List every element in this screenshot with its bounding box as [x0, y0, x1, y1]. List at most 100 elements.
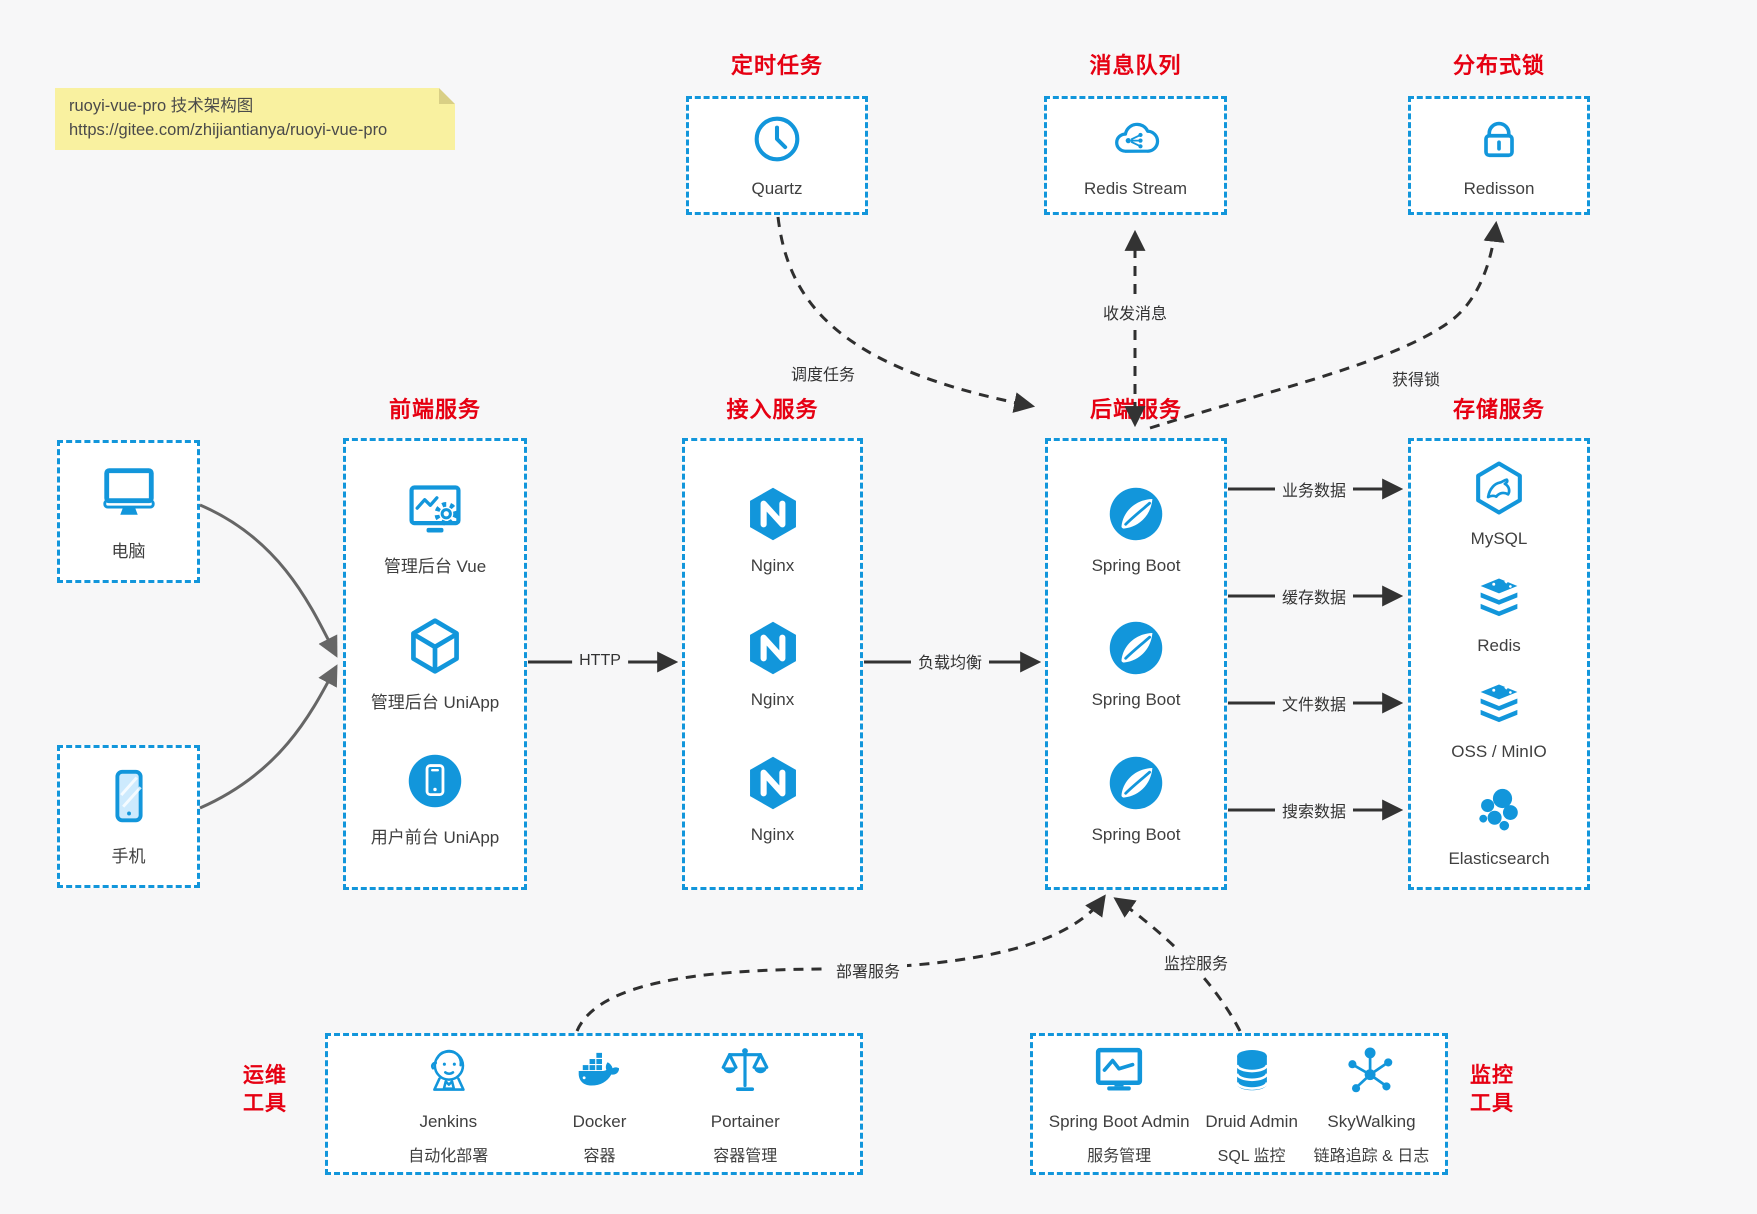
jenkins-icon: [419, 1042, 477, 1105]
skywalking-item: SkyWalking 链路追踪 & 日志: [1313, 1042, 1430, 1166]
docker-item: Docker 容器: [569, 1042, 631, 1166]
user-uniapp-label: 用户前台 UniApp: [370, 828, 500, 848]
portainer-desc: 容器管理: [713, 1148, 778, 1165]
skywalking-icon: [1342, 1042, 1400, 1105]
redisson-label: Redisson: [1463, 178, 1535, 198]
pc-client-box: 电脑: [57, 440, 200, 583]
druid-item: Druid Admin SQL 监控: [1205, 1042, 1298, 1166]
jenkins-desc: 自动化部署: [408, 1148, 489, 1165]
spring-boot-label: Spring Boot: [1091, 690, 1181, 709]
title-distributed-lock: 分布式锁: [1452, 53, 1545, 78]
spring-boot-admin-desc: 服务管理: [1087, 1148, 1152, 1165]
edge-label-biz-data: 业务数据: [1274, 475, 1354, 503]
edge-label-message: 收发消息: [1095, 298, 1175, 326]
docker-label: Docker: [572, 1112, 627, 1131]
oss-minio-icon: [1470, 674, 1528, 735]
backend-column-box: Spring Boot Spring Boot Spring Boot: [1045, 438, 1227, 890]
monitor-tools-box: Spring Boot Admin 服务管理 Druid Admin SQL 监…: [1030, 1033, 1448, 1175]
user-uniapp-item: 用户前台 UniApp: [371, 751, 499, 848]
admin-uniapp-item: 管理后台 UniApp: [371, 616, 499, 713]
skywalking-desc: 链路追踪 & 日志: [1313, 1148, 1430, 1165]
elasticsearch-item: Elasticsearch: [1448, 781, 1550, 869]
edge-label-cache-data: 缓存数据: [1274, 582, 1354, 610]
edge-label-monitor: 监控服务: [1156, 948, 1236, 976]
title-scheduled-task: 定时任务: [730, 53, 823, 78]
nginx-item: Nginx: [743, 484, 803, 576]
mysql-label: MySQL: [1470, 529, 1528, 549]
jenkins-label: Jenkins: [419, 1112, 478, 1131]
spring-boot-item: Spring Boot: [1091, 484, 1181, 576]
spring-boot-item: Spring Boot: [1091, 753, 1181, 845]
mysql-item: MySQL: [1470, 459, 1528, 549]
admin-vue-item: 管理后台 Vue: [384, 480, 486, 577]
portainer-item: Portainer 容器管理: [711, 1042, 780, 1166]
spring-boot-admin-label: Spring Boot Admin: [1048, 1112, 1190, 1131]
nginx-label: Nginx: [750, 555, 795, 575]
note-title: ruoyi-vue-pro 技术架构图: [69, 97, 254, 115]
monitor-tools-side-label: 监控 工具: [1470, 1064, 1514, 1116]
redis-item: Redis: [1470, 568, 1528, 656]
spring-boot-admin-icon: [1090, 1042, 1148, 1105]
title-frontend-services: 前端服务: [388, 397, 481, 422]
mobile-client-label: 手机: [111, 847, 146, 866]
redis-stream-label: Redis Stream: [1084, 178, 1187, 198]
mobile-icon: [98, 766, 160, 833]
elasticsearch-label: Elasticsearch: [1448, 848, 1550, 868]
edge-label-file-data: 文件数据: [1274, 689, 1354, 717]
nginx-icon: [743, 753, 803, 818]
elasticsearch-icon: [1470, 781, 1528, 842]
portainer-label: Portainer: [710, 1112, 780, 1131]
docker-desc: 容器: [583, 1148, 616, 1165]
nginx-label: Nginx: [750, 824, 795, 844]
oss-minio-item: OSS / MinIO: [1451, 674, 1547, 762]
edge-pc-to-frontend: [199, 503, 338, 658]
druid-icon: [1224, 1042, 1280, 1105]
storage-column-box: MySQL Redis OSS / MinIO Elasticsearch: [1408, 438, 1590, 890]
edge-label-schedule: 调度任务: [783, 359, 863, 387]
druid-desc: SQL 监控: [1217, 1148, 1286, 1165]
druid-label: Druid Admin: [1205, 1112, 1298, 1131]
frontend-column-box: 管理后台 Vue 管理后台 UniApp 用户前台 UniApp: [343, 438, 527, 890]
user-uniapp-icon: [405, 751, 465, 816]
quartz-box: Quartz: [686, 96, 868, 215]
spring-icon: [1106, 618, 1166, 683]
oss-minio-label: OSS / MinIO: [1451, 742, 1547, 762]
nginx-item: Nginx: [743, 753, 803, 845]
pc-client-label: 电脑: [111, 542, 146, 561]
edge-label-http: HTTP: [572, 650, 628, 672]
redis-stream-box: Redis Stream: [1044, 96, 1227, 215]
redisson-box: Redisson: [1408, 96, 1590, 215]
nginx-icon: [743, 618, 803, 683]
lock-icon: [1473, 113, 1525, 170]
title-gateway-services: 接入服务: [726, 397, 819, 422]
nginx-icon: [743, 484, 803, 549]
spring-boot-label: Spring Boot: [1091, 824, 1181, 844]
quartz-label: Quartz: [751, 178, 803, 198]
uniapp-cube-icon: [405, 616, 465, 681]
spring-boot-label: Spring Boot: [1091, 555, 1181, 575]
spring-boot-admin-item: Spring Boot Admin 服务管理: [1049, 1042, 1190, 1166]
skywalking-label: SkyWalking: [1327, 1112, 1416, 1131]
nginx-item: Nginx: [743, 618, 803, 710]
edge-mobile-to-frontend: [199, 664, 338, 810]
portainer-icon: [716, 1042, 774, 1105]
title-storage-services: 存储服务: [1452, 397, 1545, 422]
redis-label: Redis: [1477, 635, 1521, 655]
note-url: https://gitee.com/zhijiantianya/ruoyi-vu…: [69, 120, 388, 139]
admin-vue-label: 管理后台 Vue: [383, 556, 487, 576]
spring-icon: [1106, 484, 1166, 549]
edge-label-load-balance: 负载均衡: [910, 647, 990, 675]
edge-label-search-data: 搜索数据: [1274, 796, 1354, 824]
admin-vue-icon: [403, 480, 467, 545]
sticky-note: ruoyi-vue-pro 技术架构图 https://gitee.com/zh…: [55, 88, 455, 150]
redis-icon: [1470, 568, 1528, 629]
mobile-client-box: 手机: [57, 745, 200, 888]
cloud-mq-icon: [1108, 113, 1164, 170]
admin-uniapp-label: 管理后台 UniApp: [370, 692, 500, 712]
nginx-label: Nginx: [750, 690, 795, 709]
jenkins-item: Jenkins 自动化部署: [408, 1042, 488, 1166]
spring-icon: [1106, 753, 1166, 818]
clock-icon: [751, 113, 803, 170]
title-message-queue: 消息队列: [1089, 53, 1182, 78]
docker-icon: [569, 1042, 631, 1105]
